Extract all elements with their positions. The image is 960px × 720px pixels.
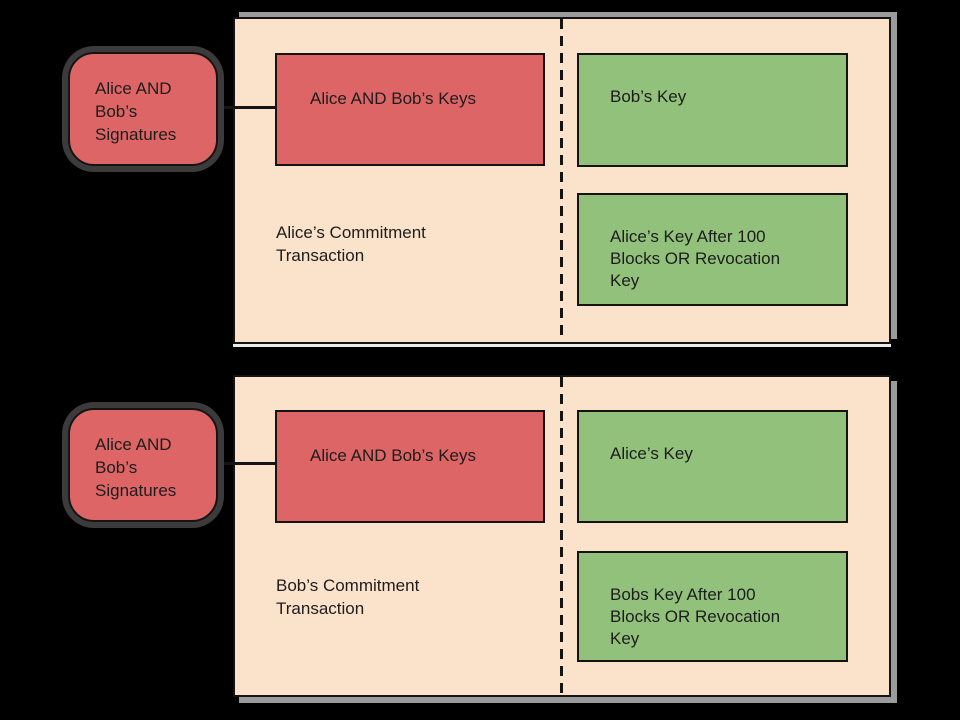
output-key-label: Alice’s Key (610, 444, 693, 463)
multisig-keys-label: Alice AND Bob’s Keys (310, 446, 476, 465)
panel-title: Alice’s Commitment Transaction (276, 223, 426, 265)
output-key-box: Bobs Key After 100 Blocks OR Revocation … (577, 551, 848, 662)
multisig-keys-input-box: Alice AND Bob’s Keys (275, 53, 545, 166)
output-key-box: Alice’s Key (577, 410, 848, 523)
signature-connector-line (214, 106, 276, 109)
output-key-label: Bobs Key After 100 Blocks OR Revocation … (610, 585, 781, 648)
multisig-keys-input-box: Alice AND Bob’s Keys (275, 410, 545, 523)
output-key-label: Bob’s Key (610, 87, 687, 106)
output-key-box: Alice’s Key After 100 Blocks OR Revocati… (577, 193, 848, 306)
script-divider-dashed-line (560, 377, 563, 694)
multisig-keys-label: Alice AND Bob’s Keys (310, 89, 476, 108)
signatures-badge-label: Alice AND Bob’s Signatures (95, 79, 177, 144)
signatures-badge: Alice AND Bob’s Signatures (68, 408, 218, 522)
panel-title: Bob’s Commitment Transaction (276, 576, 420, 618)
signatures-badge-label: Alice AND Bob’s Signatures (95, 435, 177, 500)
signatures-badge: Alice AND Bob’s Signatures (68, 52, 218, 166)
signature-connector-line (214, 462, 276, 465)
script-divider-dashed-line (560, 19, 563, 341)
output-key-label: Alice’s Key After 100 Blocks OR Revocati… (610, 227, 781, 290)
output-key-box: Bob’s Key (577, 53, 848, 167)
